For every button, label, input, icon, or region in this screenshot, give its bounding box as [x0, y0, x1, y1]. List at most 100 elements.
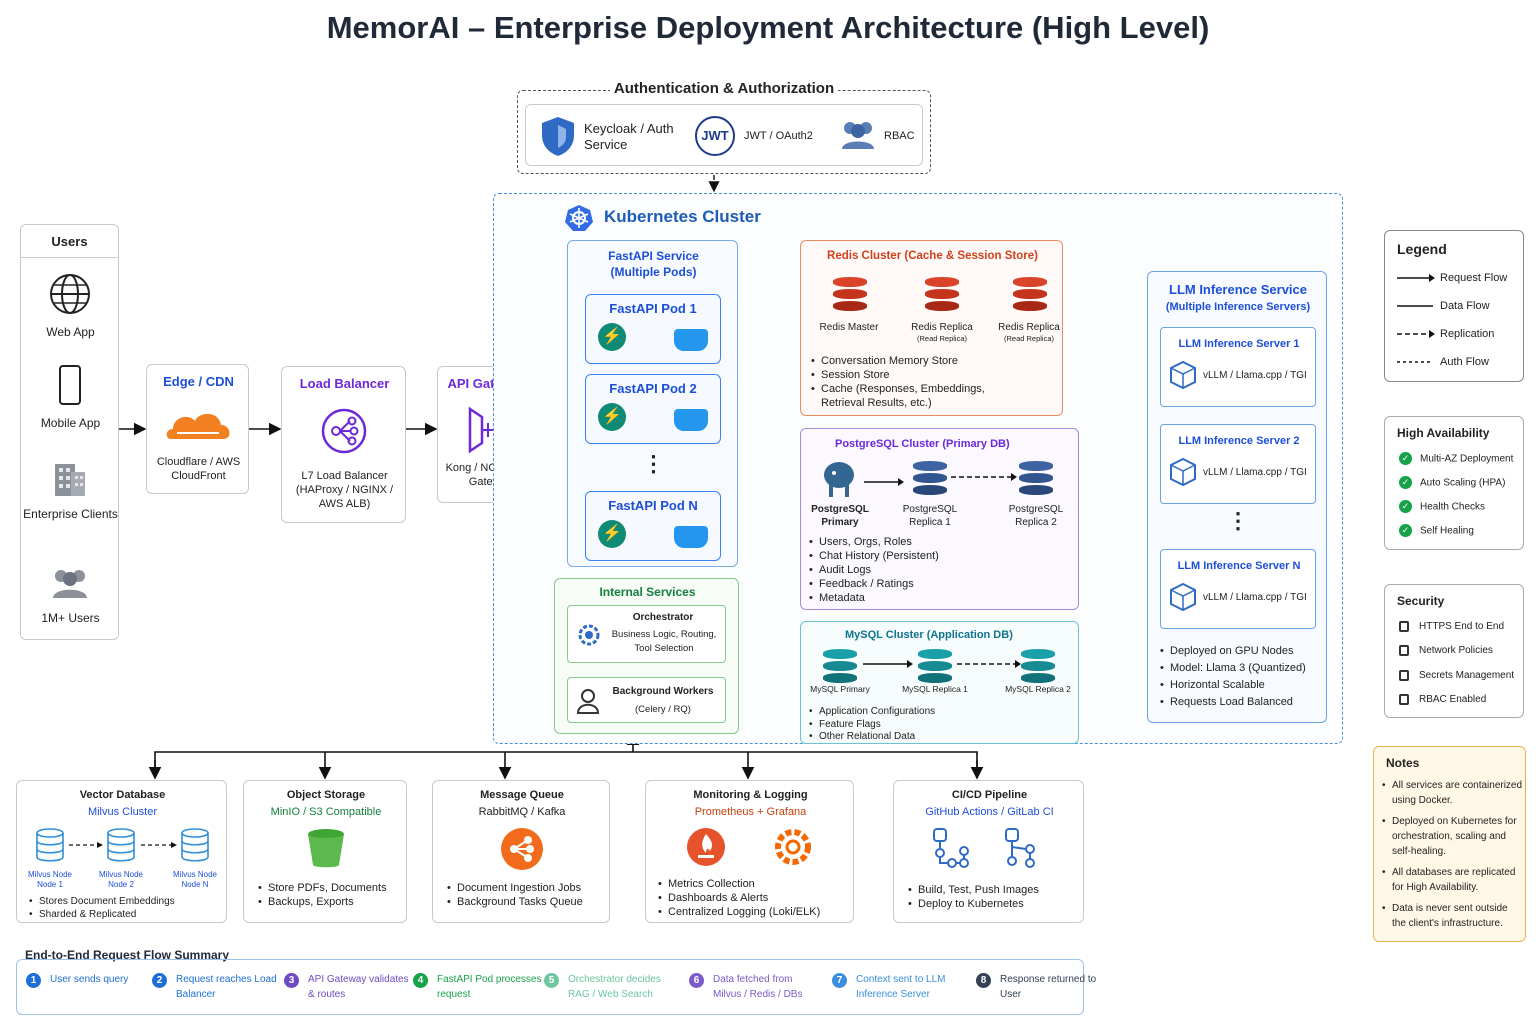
redis-replica-icon: [925, 277, 959, 313]
shield-icon: [542, 117, 574, 156]
list-item: Requests Load Balanced: [1160, 694, 1325, 711]
list-item: Store PDFs, Documents: [258, 881, 408, 895]
llm-server-n-label: LLM Inference Server N: [1177, 560, 1301, 572]
users-title: Users: [21, 225, 118, 258]
jwt-label: JWT / OAuth2: [744, 130, 813, 142]
vector-title: Vector Database: [79, 789, 166, 801]
step-text: Data fetched from Milvus / Redis / DBs: [713, 974, 803, 1000]
replication-arrow-dashed: [957, 660, 1021, 668]
list-item: Model: Llama 3 (Quantized): [1160, 660, 1325, 677]
users-panel: Users Web App Mobile App Enterprise Clie…: [20, 224, 119, 640]
kubernetes-icon: [565, 205, 593, 231]
postgres-title: PostgreSQL Cluster (Primary DB): [835, 438, 1010, 450]
step-number: 1: [26, 973, 41, 988]
mysql-replica-icon: [918, 649, 952, 685]
step-text: FastAPI Pod processes request: [437, 974, 542, 1000]
ha-item: ✓Self Healing: [1399, 524, 1474, 537]
queue-subtitle: RabbitMQ / Kafka: [478, 806, 566, 818]
internal-services-panel: Internal Services Orchestrator Business …: [554, 578, 739, 734]
note-item: All services are containerized using Doc…: [1382, 778, 1524, 808]
fastapi-title: FastAPI Service: [608, 249, 699, 263]
workers-desc: (Celery / RQ): [635, 704, 691, 715]
note-item: Deployed on Kubernetes for orchestration…: [1382, 814, 1524, 859]
llm-server-n: LLM Inference Server N vLLM / Llama.cpp …: [1160, 549, 1316, 629]
monitoring-title: Monitoring & Logging: [693, 789, 808, 801]
bottom-bus: [154, 751, 978, 778]
list-item: Feedback / Ratings: [809, 577, 1029, 591]
globe-icon: [50, 274, 90, 314]
security-item-label: HTTPS End to End: [1419, 621, 1505, 632]
ha-item-label: Multi-AZ Deployment: [1420, 453, 1514, 465]
rbac-users-icon: [842, 122, 874, 149]
check-icon: ✓: [1399, 500, 1412, 513]
mysql-title: MySQL Cluster (Application DB): [845, 629, 1013, 641]
step-text: Response returned to User: [1000, 974, 1097, 1000]
step-text: Request reaches Load Balancer: [176, 974, 277, 1000]
worker-person-icon: [576, 689, 600, 714]
replication-arrow-dashed: [951, 473, 1017, 481]
list-item: Sharded & Replicated: [29, 908, 219, 921]
llm-server-1-label: LLM Inference Server 1: [1178, 338, 1300, 350]
monitoring-items: Metrics Collection Dashboards & Alerts C…: [658, 877, 853, 919]
list-item: Metadata: [809, 591, 1029, 605]
note-item: Data is never sent outside the client's …: [1382, 901, 1524, 931]
edge-title: Edge / CDN: [163, 374, 234, 389]
redis-master-icon: [833, 277, 867, 313]
list-item: Document Ingestion Jobs: [447, 881, 607, 895]
list-item: Other Relational Data: [809, 731, 1029, 744]
monitoring-subtitle: Prometheus + Grafana: [694, 806, 807, 818]
web-app-label: Web App: [46, 325, 95, 339]
mysql-items: Application Configurations Feature Flags…: [809, 706, 1029, 744]
redis-replica-sub: (Read Replica): [1003, 334, 1055, 343]
auth-title: Authentication & Authorization: [610, 80, 838, 97]
step-number: 8: [976, 973, 991, 988]
llm-server-1: LLM Inference Server 1 vLLM / Llama.cpp …: [1160, 327, 1316, 407]
cube-icon: [1170, 360, 1196, 390]
cicd-title: CI/CD Pipeline: [951, 789, 1028, 801]
llm-inference-panel: LLM Inference Service (Multiple Inferenc…: [1147, 271, 1327, 723]
cube-icon: [1170, 582, 1196, 612]
mobile-icon: [59, 365, 81, 405]
redis-replica-label: Redis Replica: [998, 322, 1060, 333]
list-item: Feature Flags: [809, 719, 1029, 732]
legend-data-flow: Data Flow: [1440, 300, 1490, 312]
milvus-nodes: [36, 828, 209, 862]
vector-database-panel: Vector Database Milvus Cluster Milvus No…: [16, 780, 227, 923]
list-item: Horizontal Scalable: [1160, 677, 1325, 694]
list-item: Metrics Collection: [658, 877, 853, 891]
step-number: 4: [413, 973, 428, 988]
orchestrator-title: Orchestrator: [632, 612, 694, 623]
vector-items: Stores Document Embeddings Sharded & Rep…: [29, 895, 219, 921]
lock-icon: [1399, 669, 1409, 681]
enterprise-label: Enterprise Clients: [23, 507, 118, 521]
list-item: Dashboards & Alerts: [658, 891, 853, 905]
keycloak-label: Keycloak / Auth Service: [584, 121, 674, 152]
lock-icon: [1399, 620, 1409, 632]
llm-ellipsis: ⋮: [1227, 508, 1249, 533]
check-icon: ✓: [1399, 524, 1412, 537]
note-item: All databases are replicated for High Av…: [1382, 865, 1524, 895]
orchestrator-box: Orchestrator Business Logic, Routing, To…: [567, 605, 726, 663]
mysql-primary-label: MySQL Primary: [810, 684, 870, 694]
pod-2-label: FastAPI Pod 2: [609, 381, 697, 396]
load-balancer-panel: Load Balancer L7 Load Balancer (HAProxy …: [281, 366, 406, 523]
llm-server-2-label: LLM Inference Server 2: [1178, 435, 1300, 447]
list-item: Users, Orgs, Roles: [809, 535, 1029, 549]
pods-ellipsis: ⋮: [642, 451, 665, 476]
postgresql-elephant-icon: [824, 462, 854, 497]
milvus-node-n-label: Milvus Node Node N: [172, 870, 217, 889]
list-item: Backups, Exports: [258, 895, 408, 909]
edge-desc: Cloudflare / AWS CloudFront: [156, 456, 241, 482]
list-item: Build, Test, Push Images: [908, 883, 1083, 897]
pipeline-icon: [933, 828, 969, 868]
security-item: HTTPS End to End: [1399, 620, 1504, 632]
list-item: Conversation Memory Store: [811, 354, 1031, 368]
legend-request-flow: Request Flow: [1440, 272, 1508, 284]
llm-engine-label: vLLM / Llama.cpp / TGI: [1203, 370, 1307, 381]
postgres-primary-label: PostgreSQL Primary: [811, 504, 869, 528]
cloudflare-icon: [166, 413, 230, 439]
llm-engine-label: vLLM / Llama.cpp / TGI: [1203, 592, 1307, 603]
redis-master-label: Redis Master: [819, 322, 879, 333]
orchestrator-gear-icon: [578, 624, 600, 646]
queue-items: Document Ingestion Jobs Background Tasks…: [447, 881, 607, 909]
